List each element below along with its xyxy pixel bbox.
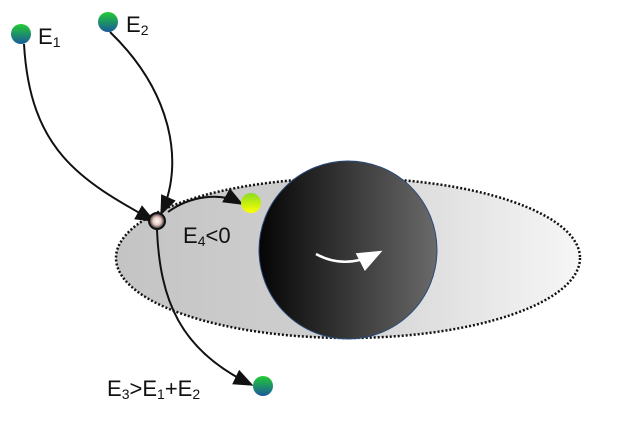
label-e3-sub: 3 [121,386,130,402]
label-e2: E2 [126,12,148,38]
rotation-arrow [315,250,383,272]
label-e3-sub: 2 [192,386,201,402]
particle-e4-negative [241,193,261,213]
label-e3-part: >E [129,376,158,401]
label-e3-part: +E [164,376,193,401]
black-hole [258,160,438,340]
trajectory-e3 [156,229,254,386]
label-e3-part: E [107,376,122,401]
label-e2-sub: 2 [140,22,149,38]
particle-e2 [98,12,118,32]
label-e1: E1 [38,24,60,50]
label-e3-sub: 1 [157,386,165,402]
label-e1-main: E [38,24,53,49]
label-e4-main: E [183,223,198,248]
label-e2-main: E [126,12,141,37]
particle-e3 [253,376,273,396]
trajectory-e4 [167,188,244,213]
trajectory-e1 [23,43,156,222]
label-e1-sub: 1 [52,34,61,50]
trajectory-e2 [109,31,176,216]
label-e4-rest: <0 [205,223,231,248]
particle-e1 [11,24,31,44]
label-e4-sub: 4 [197,233,206,249]
label-e4: E4<0 [183,223,231,249]
split-point [148,212,166,230]
label-e3: E3>E1+E2 [107,376,200,402]
